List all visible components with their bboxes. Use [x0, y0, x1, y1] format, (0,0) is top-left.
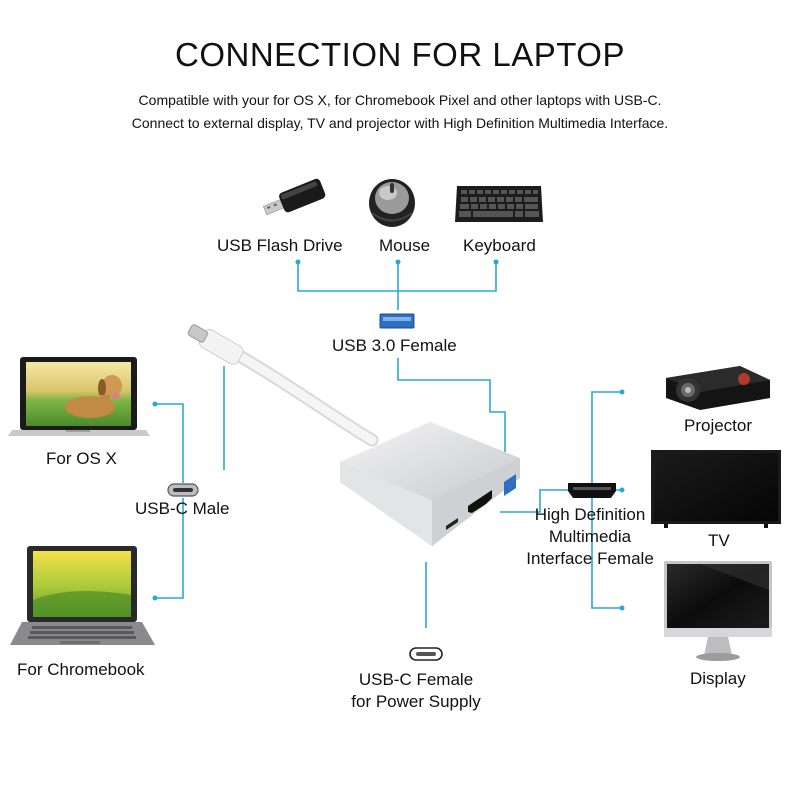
line-usb-devices-bracket	[297, 262, 497, 292]
label-hdmi-line-1: High Definition	[534, 505, 646, 524]
line-chromebook-bracket	[155, 498, 184, 599]
adapter-hub	[340, 422, 520, 546]
dot	[152, 595, 158, 601]
label-usbc-female: USB-C Female for Power Supply	[336, 669, 496, 713]
usbc-male-cable	[187, 324, 379, 470]
projector-icon	[666, 366, 770, 410]
label-usb-flash-drive: USB Flash Drive	[217, 236, 343, 255]
line-hdmi-to-adapter	[500, 489, 568, 513]
dot	[395, 259, 401, 265]
usbc-female-icon	[409, 647, 443, 661]
label-hdmi-female: High Definition Multimedia Interface Fem…	[520, 504, 660, 570]
line-outputs-bracket	[591, 391, 622, 609]
label-hdmi-line-2: Multimedia	[548, 527, 632, 546]
dot	[493, 259, 499, 265]
label-for-osx: For OS X	[46, 449, 117, 468]
dot	[619, 487, 625, 493]
label-mouse: Mouse	[379, 236, 431, 255]
label-display: Display	[690, 669, 746, 688]
display-monitor-icon	[664, 561, 772, 661]
dot	[295, 259, 301, 265]
laptop-osx-icon	[8, 357, 150, 436]
dot	[152, 401, 158, 407]
page-title: CONNECTION FOR LAPTOP	[175, 36, 625, 73]
label-usbc-female-line-2: for Power Supply	[351, 692, 481, 711]
mouse-icon	[369, 179, 415, 227]
usb-flash-drive-icon	[263, 178, 326, 216]
subtitle-line-2: Connect to external display, TV and proj…	[131, 115, 669, 131]
tv-icon	[651, 450, 781, 528]
label-hdmi-line-3: Interface Female	[526, 549, 654, 568]
label-usbc-male: USB-C Male	[135, 499, 230, 518]
hdmi-port-icon	[568, 483, 616, 498]
dot	[619, 605, 625, 611]
usbc-male-icon	[167, 483, 199, 497]
line-laptops-bracket	[155, 403, 184, 483]
label-projector: Projector	[684, 416, 753, 435]
label-usb3-female: USB 3.0 Female	[332, 336, 457, 355]
dot	[619, 389, 625, 395]
label-usbc-female-line-1: USB-C Female	[358, 670, 474, 689]
line-usb3-to-adapter	[397, 358, 506, 466]
keyboard-icon	[455, 186, 543, 222]
adapter-hdmi-port	[468, 490, 492, 513]
usb3-port-icon	[379, 313, 415, 329]
laptop-chromebook-icon	[10, 546, 155, 645]
adapter-usb-port	[504, 474, 516, 496]
label-keyboard: Keyboard	[463, 236, 536, 255]
adapter-usbc-port	[446, 518, 458, 530]
label-tv: TV	[708, 531, 730, 550]
label-for-chromebook: For Chromebook	[17, 660, 145, 679]
subtitle-line-1: Compatible with your for OS X, for Chrom…	[138, 92, 662, 108]
